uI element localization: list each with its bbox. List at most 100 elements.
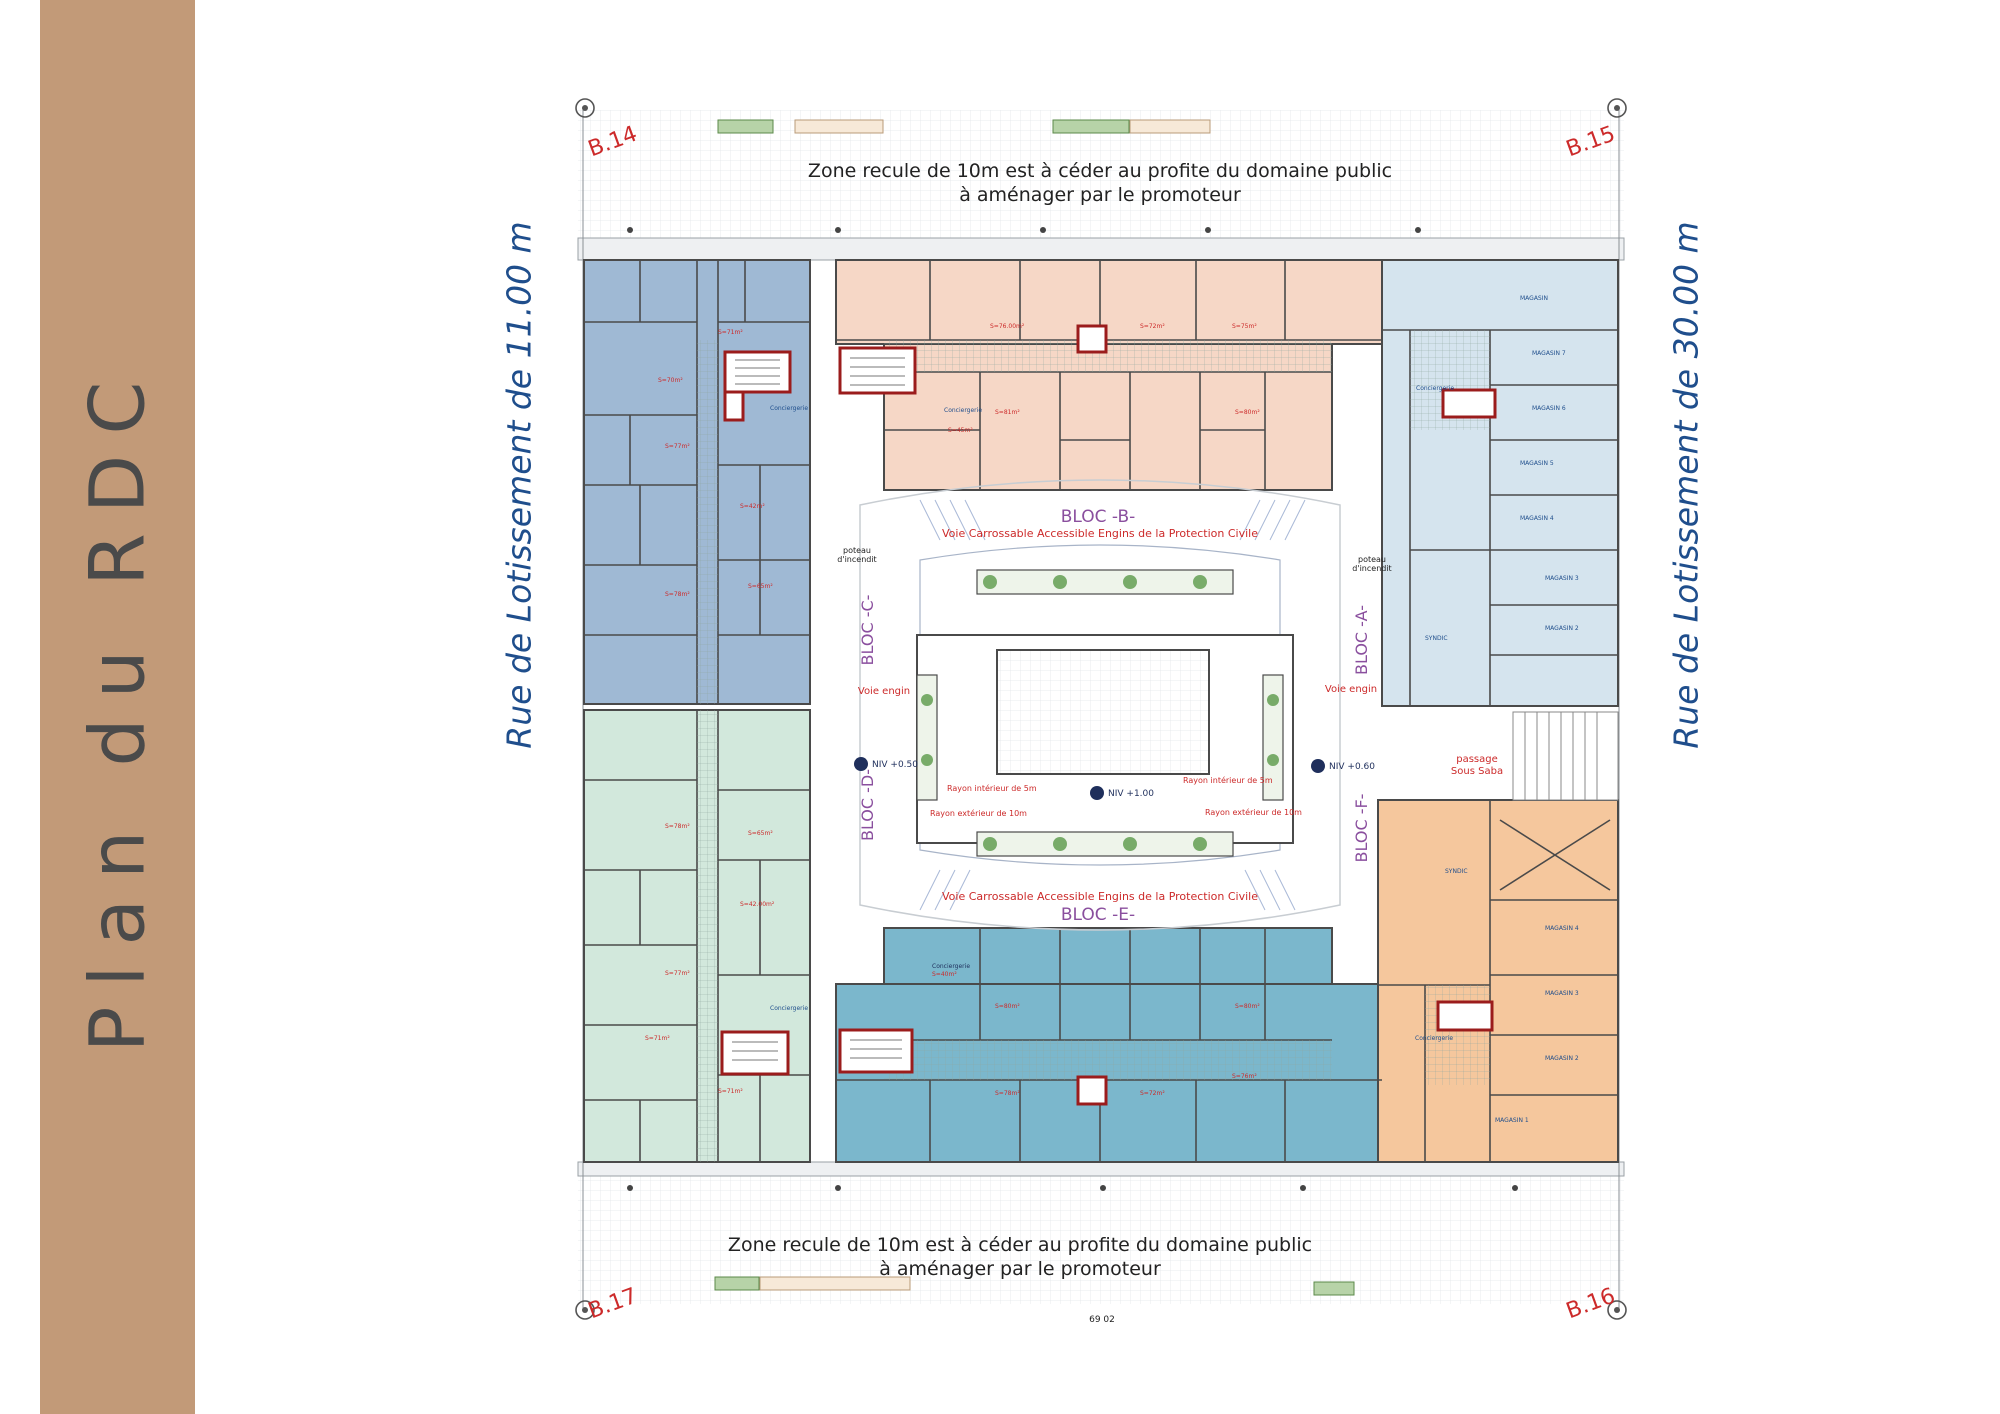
survey-marker-b17 bbox=[575, 1300, 595, 1320]
elevator-bloc-c bbox=[723, 390, 745, 422]
stair-core-bloc-d bbox=[720, 1030, 790, 1076]
planter-right bbox=[1262, 674, 1284, 801]
level-text-right: NIV +0.60 bbox=[1329, 762, 1375, 772]
elevator-bloc-b bbox=[1076, 324, 1108, 354]
room-label-f-magasin1: MAGASIN 1 bbox=[1495, 1117, 1529, 1124]
planter-left bbox=[916, 674, 938, 801]
room-area-b-2: S=72m² bbox=[1140, 323, 1165, 330]
sidewalk-bottom bbox=[577, 1161, 1625, 1177]
title-sidebar bbox=[40, 0, 195, 1414]
room-area-c-4: S=78m² bbox=[665, 591, 690, 598]
room-label-a-magasin4: MAGASIN 4 bbox=[1520, 515, 1554, 522]
room-label-a-syndic: SYNDIC bbox=[1425, 635, 1448, 642]
room-label-a-magasin6: MAGASIN 6 bbox=[1532, 405, 1566, 412]
zone-text-bottom-2: à aménager par le promoteur bbox=[879, 1258, 1161, 1280]
bloc-b-area-top bbox=[835, 259, 1383, 345]
room-area-c-3: S=77m² bbox=[665, 443, 690, 450]
corridor-bloc-c bbox=[697, 340, 718, 704]
bench-bottom-1 bbox=[759, 1276, 911, 1291]
bloc-label-f: BLOC -F- bbox=[1352, 794, 1371, 863]
survey-marker-b14 bbox=[575, 98, 595, 118]
room-area-b-6: S=45m² bbox=[948, 427, 973, 434]
level-text-center: NIV +1.00 bbox=[1108, 789, 1154, 799]
voie-engin-left: Voie engin bbox=[858, 686, 910, 697]
fire-hydrant-left-1: poteau bbox=[843, 546, 871, 555]
room-area-e-3: S=80m² bbox=[1235, 1003, 1260, 1010]
room-label-f-magasin3: MAGASIN 3 bbox=[1545, 990, 1579, 997]
planter-bottom-1 bbox=[714, 1276, 760, 1291]
outer-radius-right: Rayon extérieur de 10m bbox=[1205, 807, 1302, 817]
room-area-e-1: S=40m² bbox=[932, 971, 957, 978]
corridor-bloc-b bbox=[884, 340, 1332, 372]
level-marker-left bbox=[854, 757, 868, 771]
room-label-a-conciergerie: Conciergerie bbox=[1416, 385, 1454, 392]
bloc-label-b: BLOC -B- bbox=[1061, 507, 1136, 527]
stair-core-bloc-f bbox=[1436, 1000, 1494, 1032]
stair-core-bloc-a bbox=[1441, 388, 1497, 419]
stair-core-bloc-e bbox=[838, 1028, 914, 1074]
swimming-pool bbox=[996, 649, 1210, 775]
fire-hydrant-right-2: d'incendit bbox=[1352, 564, 1391, 573]
room-area-e-6: S=76m² bbox=[1232, 1073, 1257, 1080]
room-area-d-5: S=71m² bbox=[645, 1035, 670, 1042]
room-area-b-1: S=76.00m² bbox=[990, 323, 1025, 330]
room-label-e-conciergerie: Conciergerie bbox=[932, 963, 970, 970]
room-area-c-1: S=70m² bbox=[658, 377, 683, 384]
room-label-a-magasin: MAGASIN bbox=[1520, 295, 1548, 302]
zone-text-bottom-1: Zone recule de 10m est à céder au profit… bbox=[728, 1234, 1312, 1256]
room-label-f-syndic: SYNDIC bbox=[1445, 868, 1468, 875]
passage-text-1: passage bbox=[1456, 754, 1498, 765]
courtyard-inner-radius bbox=[919, 544, 1281, 866]
room-area-d-6: S=71m² bbox=[718, 1088, 743, 1095]
inner-radius-left: Rayon intérieur de 5m bbox=[947, 783, 1037, 793]
passage-stairs bbox=[1512, 711, 1619, 801]
sidewalk-top bbox=[577, 237, 1625, 261]
room-area-c-5: S=65m² bbox=[748, 583, 773, 590]
room-label-d-conciergerie: Conciergerie bbox=[770, 1005, 808, 1012]
voie-engin-right: Voie engin bbox=[1325, 684, 1377, 695]
room-area-d-3: S=42.00m² bbox=[740, 901, 775, 908]
survey-marker-b16 bbox=[1607, 1300, 1627, 1320]
bench-top-1 bbox=[794, 119, 884, 134]
room-label-b-conciergerie: Conciergerie bbox=[944, 407, 982, 414]
room-area-d-1: S=78m² bbox=[665, 823, 690, 830]
bloc-label-d: BLOC -D- bbox=[858, 769, 877, 841]
room-area-c-2: S=71m² bbox=[718, 329, 743, 336]
corridor-bloc-e bbox=[884, 1040, 1332, 1080]
planter-row-top bbox=[976, 569, 1234, 595]
zone-text-top-1: Zone recule de 10m est à céder au profit… bbox=[808, 160, 1392, 182]
room-area-d-2: S=65m² bbox=[748, 830, 773, 837]
courtyard-outer-radius bbox=[859, 479, 1341, 931]
planter-bottom-2 bbox=[1313, 1281, 1355, 1296]
room-area-d-4: S=77m² bbox=[665, 970, 690, 977]
bloc-label-e: BLOC -E- bbox=[1061, 905, 1135, 925]
room-label-a-magasin2: MAGASIN 2 bbox=[1545, 625, 1579, 632]
passage-text-2: Sous Saba bbox=[1451, 766, 1503, 777]
room-label-c-conciergerie: Conciergerie bbox=[770, 405, 808, 412]
elevator-bloc-e bbox=[1076, 1075, 1108, 1106]
bloc-e-area-upper bbox=[883, 927, 1333, 985]
stair-core-bloc-b bbox=[838, 346, 917, 395]
corridor-bloc-d bbox=[697, 710, 718, 1162]
stair-core-bloc-c bbox=[723, 350, 792, 394]
room-area-e-2: S=80m² bbox=[995, 1003, 1020, 1010]
zone-text-top-2: à aménager par le promoteur bbox=[959, 184, 1241, 206]
planter-top-2 bbox=[1052, 119, 1130, 134]
survey-marker-b15 bbox=[1607, 98, 1627, 118]
room-label-f-conciergerie: Conciergerie bbox=[1415, 1035, 1453, 1042]
bloc-a-area bbox=[1381, 259, 1619, 707]
sheet-code: 69 02 bbox=[1089, 1315, 1115, 1325]
room-label-a-magasin5: MAGASIN 5 bbox=[1520, 460, 1554, 467]
room-area-b-3: S=75m² bbox=[1232, 323, 1257, 330]
bloc-label-c: BLOC -C- bbox=[858, 595, 877, 666]
bloc-label-a: BLOC -A- bbox=[1352, 605, 1371, 675]
room-area-e-4: S=78m² bbox=[995, 1090, 1020, 1097]
room-label-a-magasin3: MAGASIN 3 bbox=[1545, 575, 1579, 582]
room-area-b-5: S=80m² bbox=[1235, 409, 1260, 416]
fire-hydrant-right-1: poteau bbox=[1358, 555, 1386, 564]
ramp-hatching bbox=[919, 499, 1306, 911]
inner-radius-right: Rayon intérieur de 5m bbox=[1183, 775, 1273, 785]
bench-top-2 bbox=[1129, 119, 1211, 134]
level-text-left: NIV +0.50 bbox=[872, 760, 918, 770]
